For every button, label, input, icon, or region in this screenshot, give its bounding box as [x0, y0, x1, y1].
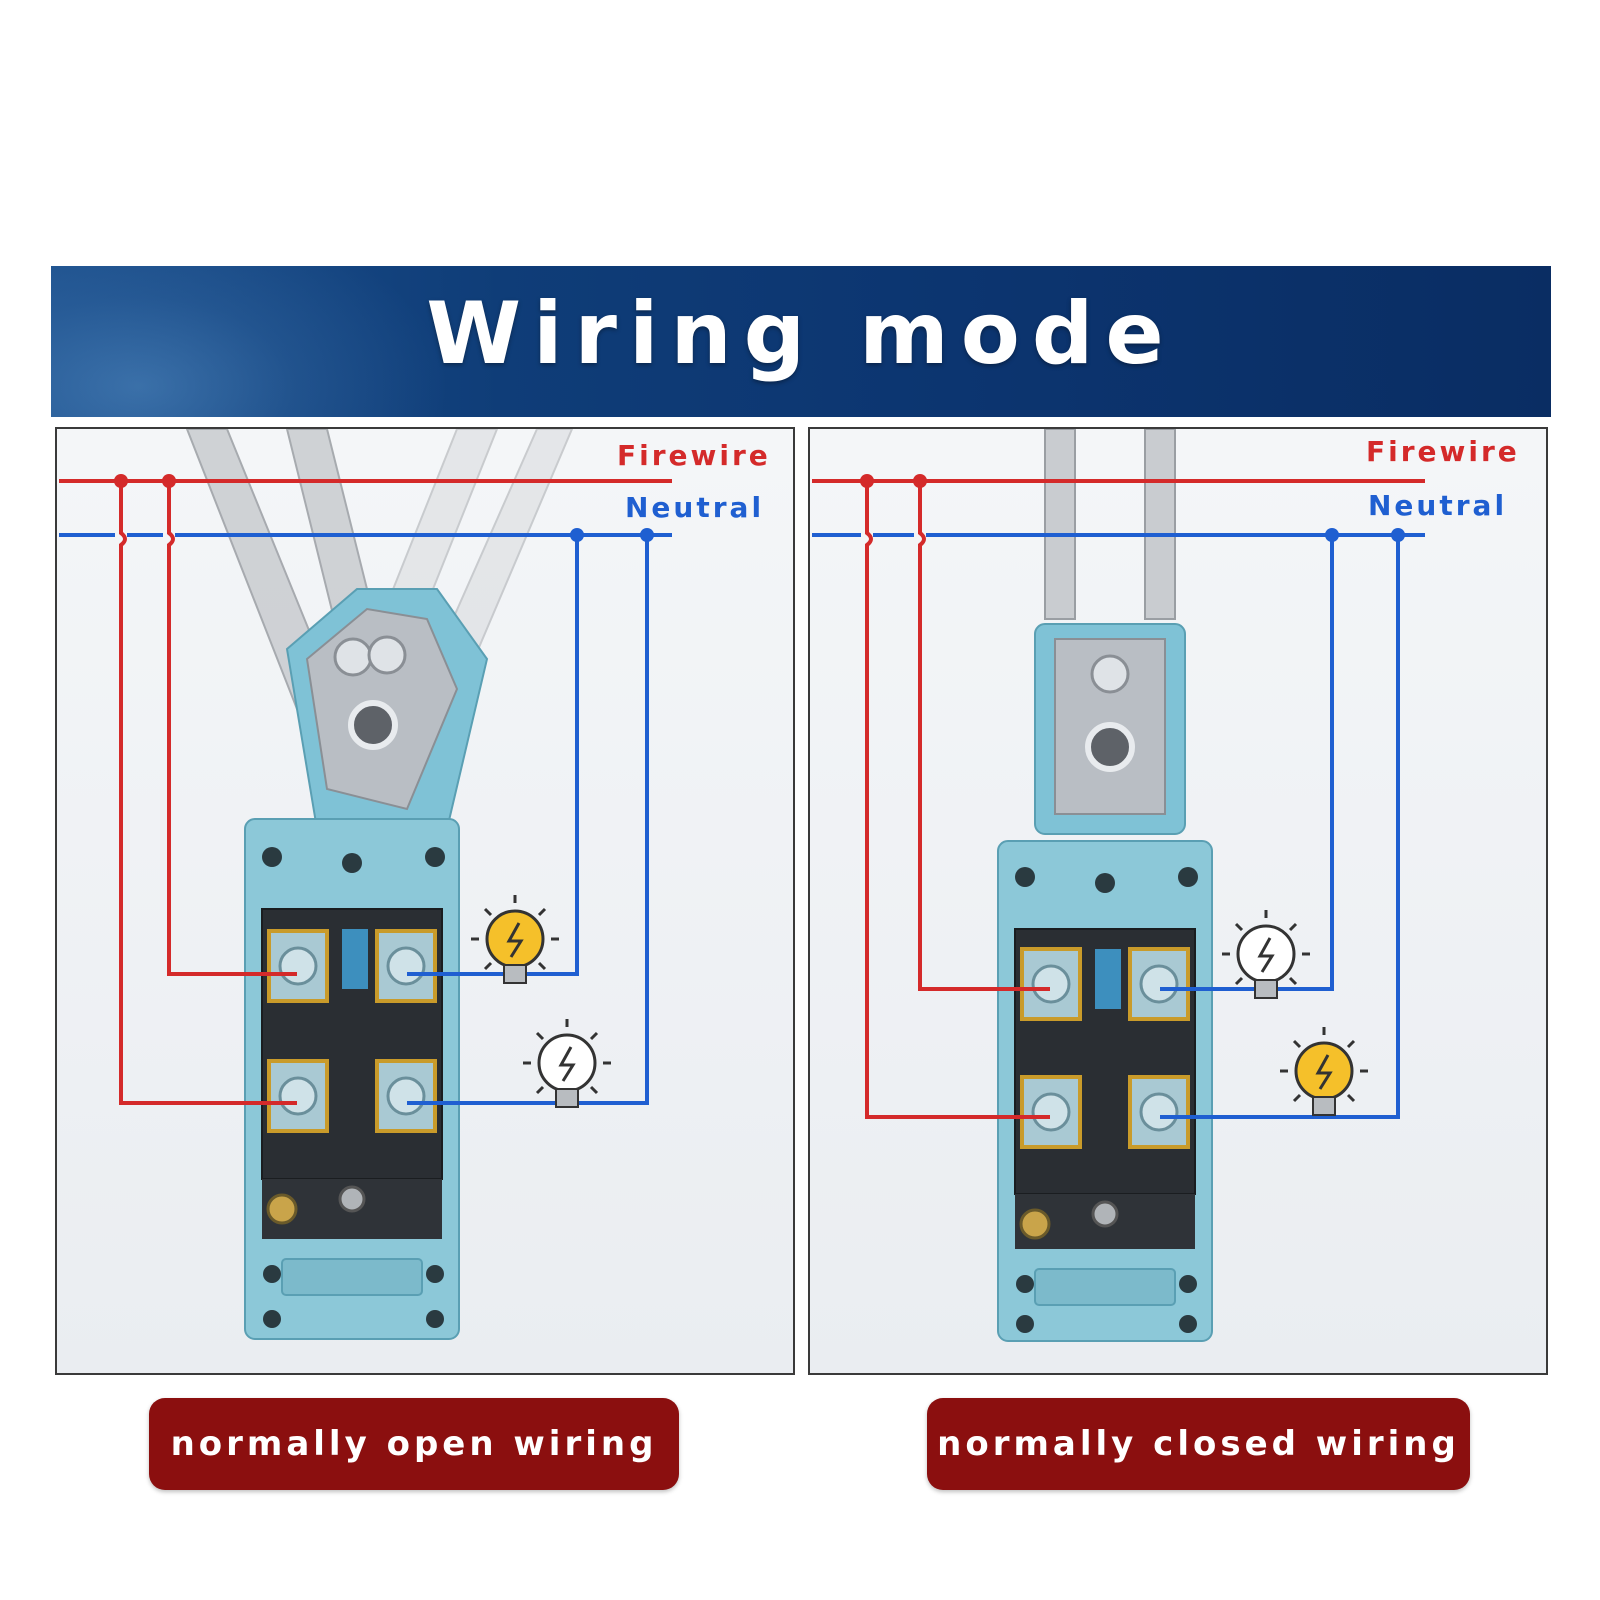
wiring-diagram-normally-closed: Firewire Neutral	[812, 429, 1520, 1342]
switch-body	[997, 840, 1213, 1342]
firewire-label: Firewire	[617, 439, 771, 472]
wiring-diagram-normally-open: Firewire Neutral	[59, 429, 771, 1340]
panel-normally-open: Firewire Neutral	[55, 427, 795, 1375]
firewire-line	[59, 479, 672, 1105]
neutral-line	[812, 533, 1425, 1119]
firewire-label: Firewire	[1366, 435, 1520, 468]
neutral-nodes	[1325, 528, 1405, 542]
lamp-lower-off-icon	[523, 1019, 611, 1108]
lamp-upper-on-icon	[471, 895, 559, 984]
title-banner: Wiring mode	[51, 266, 1551, 417]
panel-normally-closed: Firewire Neutral	[808, 427, 1548, 1375]
firewire-nodes	[114, 474, 176, 488]
neutral-nodes	[570, 528, 654, 542]
neutral-line	[59, 533, 672, 1105]
firewire-nodes	[860, 474, 927, 488]
actuator-head	[285, 588, 489, 830]
caption-normally-open: normally open wiring	[149, 1398, 679, 1490]
neutral-label: Neutral	[1368, 489, 1507, 522]
actuator-head	[1034, 623, 1186, 835]
lever-arm-vertical	[1044, 429, 1176, 620]
banner-title: Wiring mode	[426, 284, 1176, 384]
caption-normally-closed: normally closed wiring	[927, 1398, 1470, 1490]
switch-body	[244, 818, 460, 1340]
lamp-upper-off-icon	[1222, 910, 1310, 999]
neutral-label: Neutral	[625, 491, 764, 524]
lamp-lower-on-icon	[1280, 1027, 1368, 1116]
